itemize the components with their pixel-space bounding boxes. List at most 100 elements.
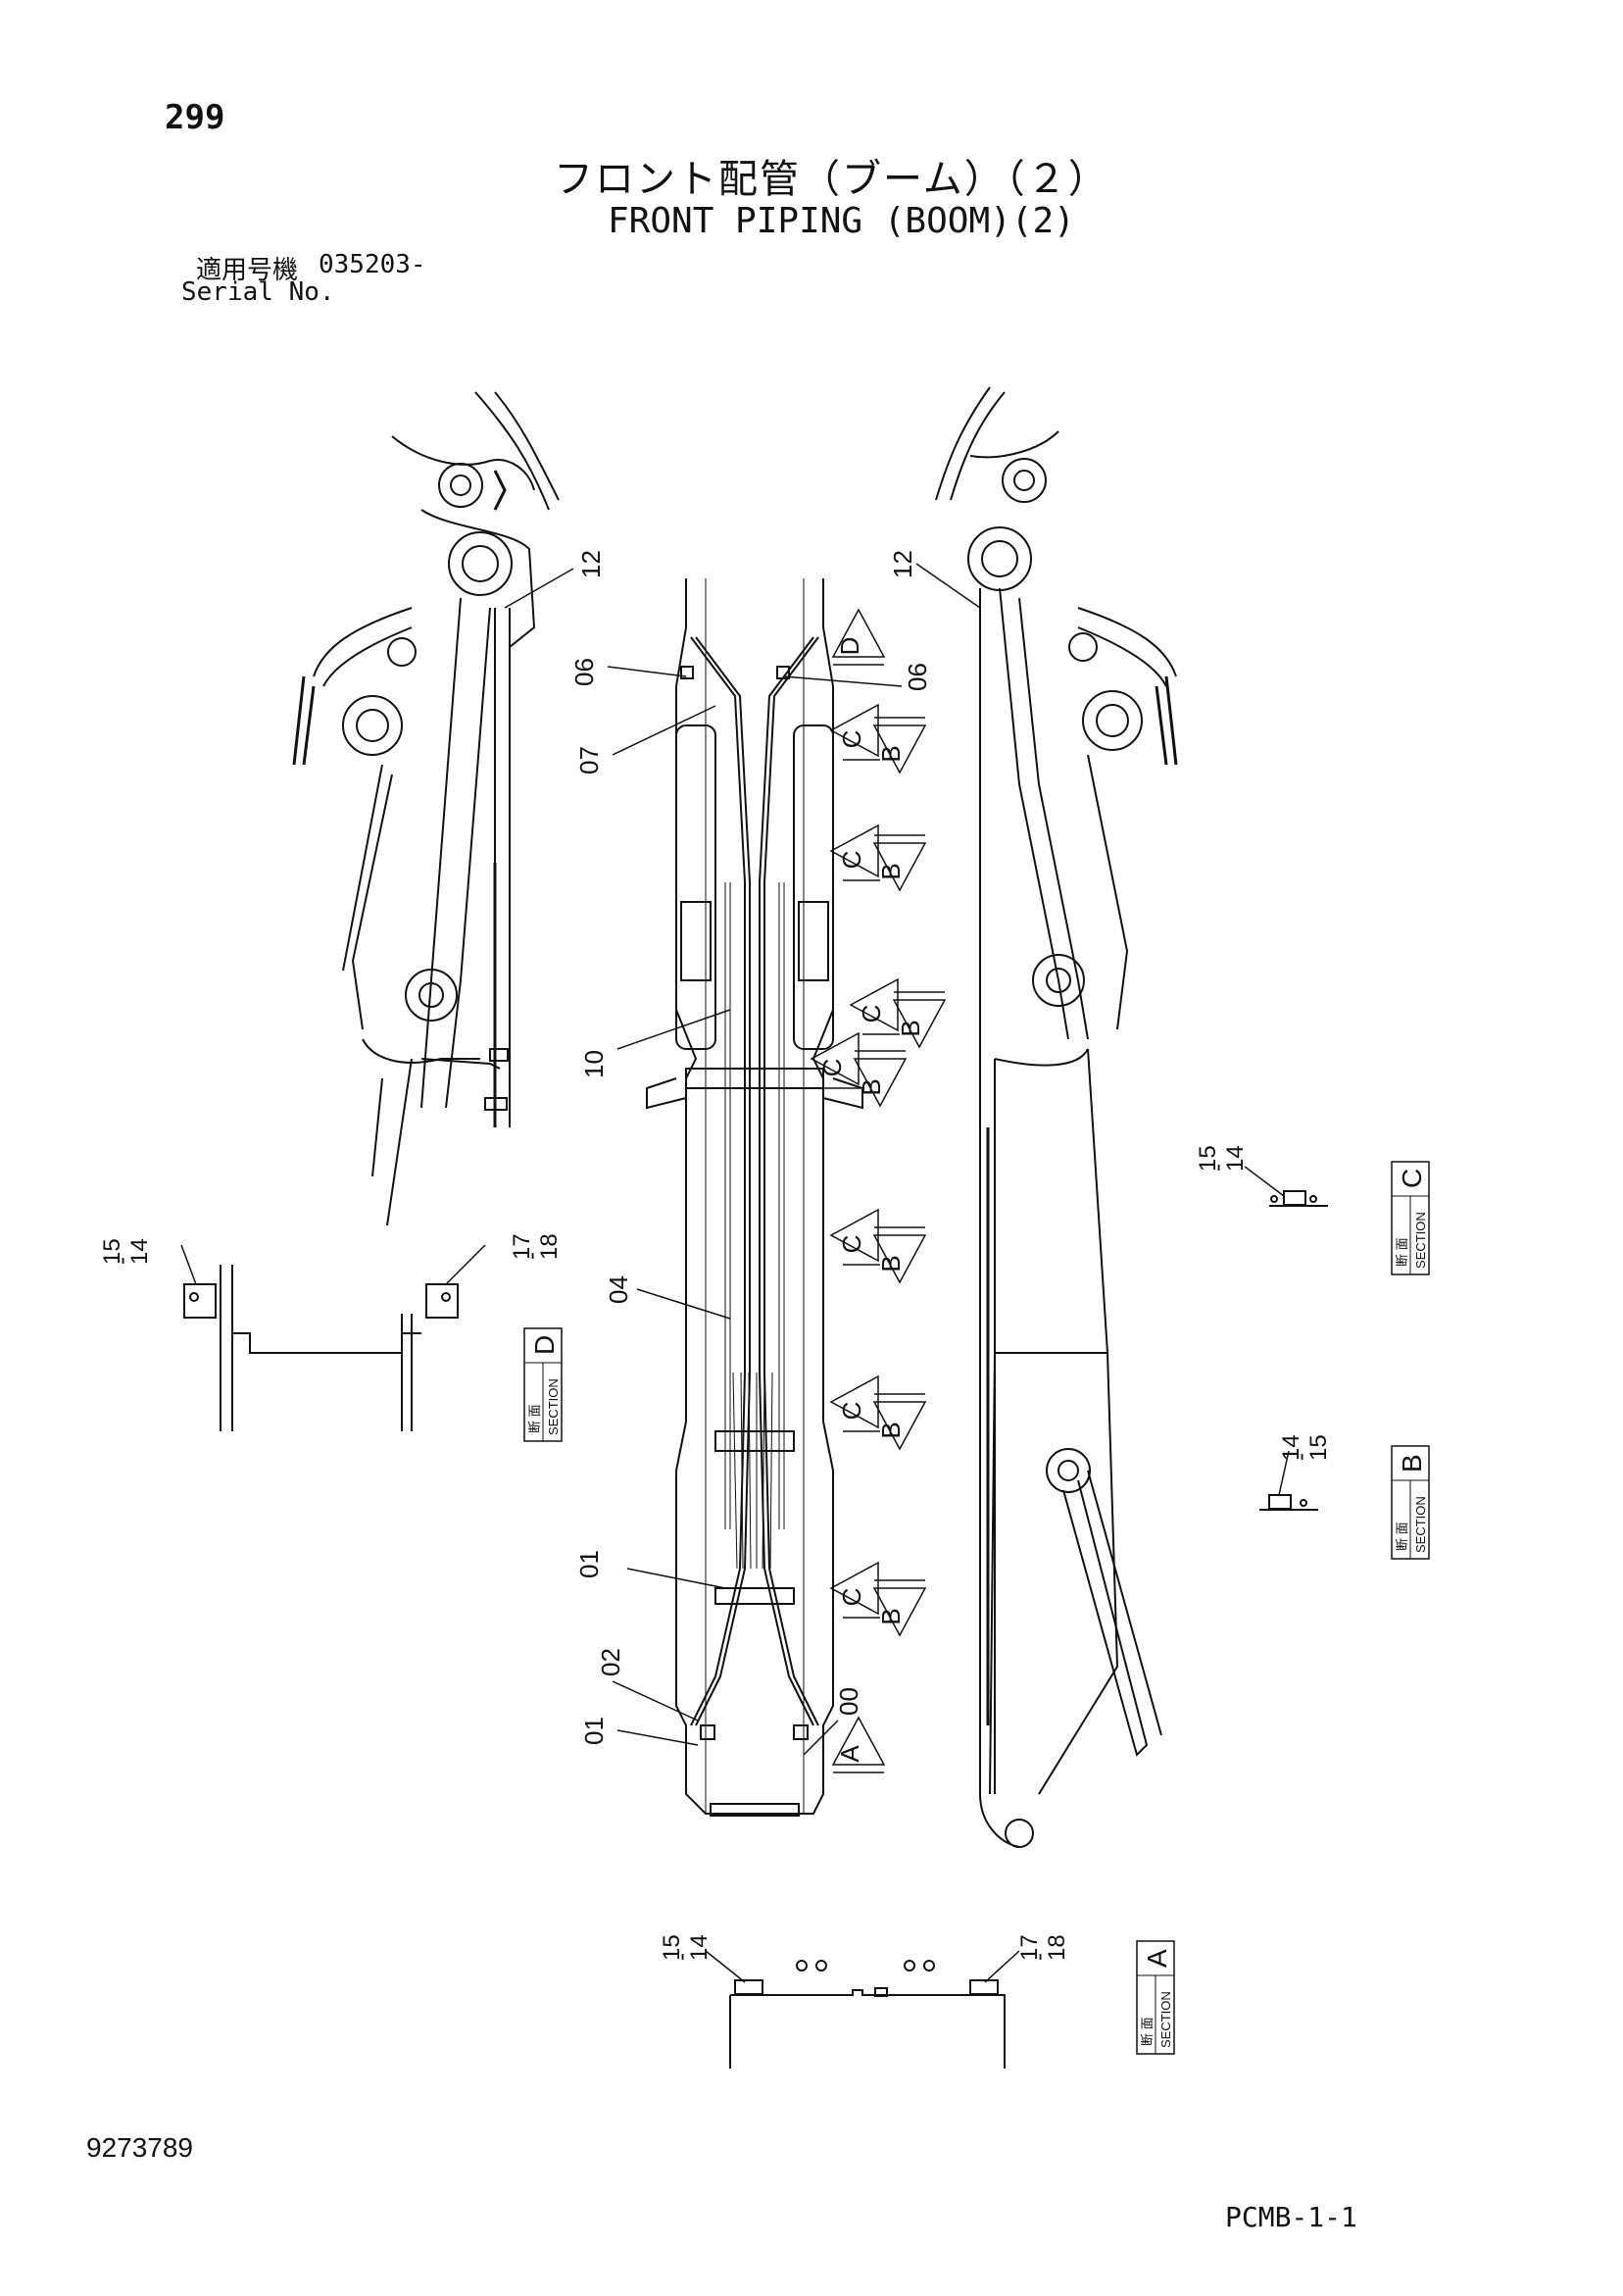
- section-marker-c-11: C: [829, 1374, 880, 1432]
- callout-15-14-section-c: 15-14: [1195, 1145, 1249, 1172]
- title-english: FRONT PIPING (BOOM)(2): [608, 201, 1075, 241]
- section-a-detail: [729, 1960, 1006, 2069]
- section-a-kanji: 断 面: [1140, 2017, 1155, 2046]
- section-marker-b-14: B: [872, 1579, 927, 1637]
- section-marker-letter: C: [837, 1402, 866, 1421]
- callout-15-14-section-d: 15-14: [99, 1238, 153, 1265]
- callout-17-18-section-d: 17-18: [509, 1233, 563, 1260]
- section-marker-b-6: B: [892, 991, 947, 1049]
- svg-text:14: 14: [1278, 1434, 1304, 1461]
- section-box-c: 断 面 SECTION C: [1391, 1161, 1430, 1275]
- section-marker-b-2: B: [872, 717, 927, 774]
- callout-15-14-section-a: 15-14: [659, 1934, 713, 1961]
- svg-text:-: -: [1205, 1164, 1231, 1172]
- section-marker-letter: B: [857, 1078, 886, 1095]
- svg-text:17: 17: [1016, 1934, 1043, 1961]
- section-marker-letter: B: [896, 1020, 925, 1036]
- callout-01-lower: 01: [579, 1717, 609, 1745]
- section-marker-letter: B: [876, 863, 906, 879]
- section-marker-c-13: C: [829, 1561, 880, 1619]
- section-marker-letter: C: [817, 1059, 847, 1077]
- svg-text:-: -: [1026, 1953, 1053, 1961]
- section-d-word: SECTION: [546, 1378, 561, 1435]
- callout-14-15-section-b: 14-15: [1278, 1434, 1332, 1461]
- sheet-code: PCMB-1-1: [1225, 2201, 1357, 2233]
- section-marker-c-9: C: [829, 1208, 880, 1266]
- section-marker-a-15: A: [831, 1716, 886, 1773]
- svg-text:14: 14: [1222, 1145, 1249, 1172]
- section-d-kanji: 断 面: [527, 1404, 542, 1433]
- section-marker-letter: C: [837, 1235, 866, 1254]
- svg-text:15: 15: [99, 1238, 125, 1265]
- callout-01-upper: 01: [574, 1550, 604, 1578]
- callout-00: 00: [834, 1687, 863, 1716]
- section-marker-c-5: C: [849, 977, 900, 1035]
- callout-06-right: 06: [903, 663, 932, 691]
- section-d-letter: D: [529, 1335, 560, 1355]
- section-box-b: 断 面 SECTION B: [1391, 1445, 1430, 1560]
- section-c-letter: C: [1397, 1169, 1427, 1188]
- callout-17-18-section-a: 17-18: [1016, 1934, 1070, 1961]
- section-c-detail: [1269, 1190, 1328, 1207]
- range-callouts: 15-14 15-14 17-18 14-15 15-14 17-18: [99, 1145, 1332, 1961]
- section-marker-letter: B: [876, 1422, 906, 1438]
- left-side-view: [292, 391, 560, 1226]
- section-marker-b-8: B: [853, 1050, 908, 1108]
- section-c-word: SECTION: [1413, 1212, 1428, 1269]
- title-japanese: フロント配管（ブーム）（２）: [554, 157, 1109, 202]
- svg-text:15: 15: [659, 1934, 685, 1961]
- serial-label-english: Serial No.: [181, 277, 335, 307]
- section-marker-letter: C: [837, 730, 866, 749]
- section-d-detail: [183, 1265, 459, 1431]
- callout-10: 10: [579, 1050, 609, 1078]
- section-marker-b-4: B: [872, 834, 927, 892]
- section-marker-letter: B: [876, 745, 906, 762]
- section-box-d: 断 面 SECTION D: [523, 1327, 563, 1442]
- document-number: 9273789: [86, 2132, 194, 2163]
- section-marker-c-3: C: [829, 824, 880, 881]
- callouts: 12 12 06 06 07 10 04 01 02 01 00: [569, 550, 932, 1745]
- callout-04: 04: [604, 1275, 633, 1304]
- section-marker-b-12: B: [872, 1393, 927, 1451]
- section-marker-c-1: C: [829, 703, 880, 761]
- section-marker-letter: B: [876, 1255, 906, 1272]
- page-number: 299: [165, 98, 225, 137]
- section-marker-letter: B: [876, 1608, 906, 1624]
- svg-text:-: -: [109, 1257, 135, 1265]
- section-a-letter: A: [1142, 1949, 1172, 1968]
- svg-text:-: -: [668, 1953, 695, 1961]
- section-marker-letter: C: [857, 1005, 886, 1023]
- section-marker-letter: A: [835, 1745, 864, 1763]
- serial-value: 035203-: [319, 250, 426, 279]
- section-marker-letter: C: [837, 851, 866, 870]
- svg-text:-: -: [518, 1252, 545, 1260]
- svg-text:15: 15: [1195, 1145, 1221, 1172]
- section-b-word: SECTION: [1413, 1496, 1428, 1553]
- svg-text:18: 18: [1044, 1934, 1070, 1961]
- section-marker-letter: D: [835, 637, 864, 656]
- svg-text:18: 18: [536, 1233, 563, 1260]
- right-side-view: [935, 386, 1178, 1848]
- callout-12-left: 12: [576, 550, 606, 578]
- svg-text:15: 15: [1305, 1434, 1332, 1461]
- svg-text:-: -: [1288, 1453, 1314, 1461]
- section-b-detail: [1259, 1494, 1318, 1511]
- section-marker-d-0: D: [831, 608, 886, 666]
- svg-text:14: 14: [126, 1238, 153, 1265]
- callout-12-right: 12: [888, 550, 917, 578]
- svg-text:14: 14: [686, 1934, 713, 1961]
- section-c-kanji: 断 面: [1395, 1237, 1409, 1267]
- section-marker-b-10: B: [872, 1226, 927, 1284]
- section-b-letter: B: [1397, 1454, 1427, 1472]
- center-plan-view: [646, 578, 863, 1817]
- section-b-kanji: 断 面: [1395, 1522, 1409, 1551]
- callout-06-left: 06: [569, 658, 599, 686]
- serial-label-japanese: 適用号機: [196, 256, 299, 285]
- section-box-a: 断 面 SECTION A: [1136, 1940, 1175, 2055]
- section-a-word: SECTION: [1158, 1991, 1173, 2048]
- svg-text:17: 17: [509, 1233, 535, 1260]
- leader-lines: [180, 563, 1290, 1983]
- callout-07: 07: [574, 746, 604, 774]
